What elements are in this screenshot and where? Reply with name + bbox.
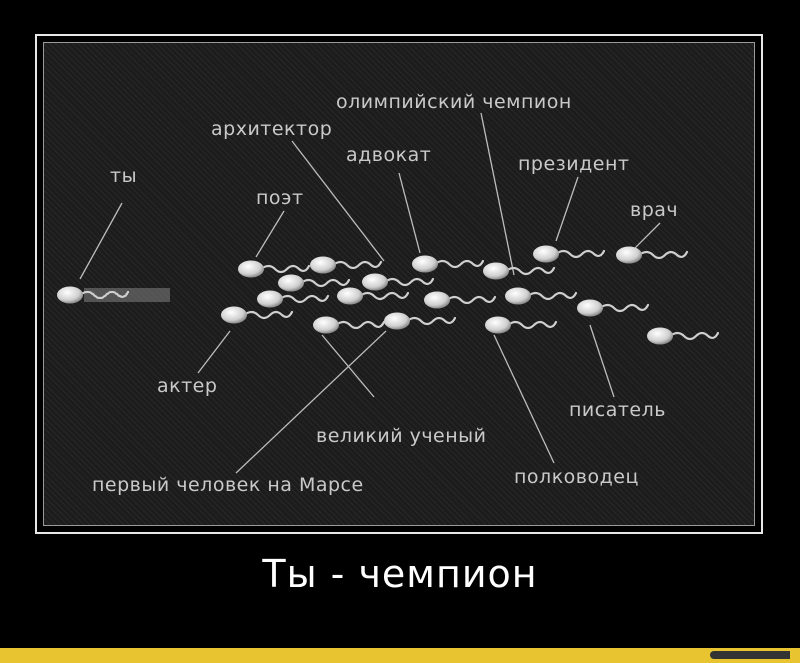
- label-olympic-champion: олимпийский чемпион: [336, 91, 572, 113]
- label-architect: архитектор: [211, 118, 333, 140]
- poster-picture: ты архитектор олимпийский чемпион адвока…: [43, 42, 755, 526]
- sperm-14: [577, 299, 650, 317]
- bottom-bar: [0, 648, 800, 663]
- pointer-line: [589, 324, 615, 398]
- pointer-line: [398, 172, 421, 254]
- sperm-18: [485, 316, 558, 334]
- sperm-2: [238, 260, 311, 278]
- bar-mark: [710, 651, 790, 659]
- poster-caption: Ты - чемпион: [262, 552, 538, 596]
- pointer-line: [480, 112, 515, 276]
- pointer-line: [255, 210, 285, 258]
- sperm-group: [57, 245, 720, 345]
- sperm-4: [278, 274, 351, 292]
- label-you: ты: [110, 165, 138, 187]
- sperm-6: [412, 255, 485, 273]
- label-president: президент: [518, 153, 630, 175]
- sperm-10: [257, 290, 330, 308]
- sperm-3: [310, 256, 383, 274]
- sperm-19: [647, 327, 720, 345]
- label-poet: поэт: [256, 187, 304, 209]
- label-commander: полководец: [514, 466, 639, 488]
- label-actor: актер: [157, 375, 218, 397]
- sperm-8: [533, 245, 606, 263]
- pointer-line: [555, 176, 579, 242]
- sperm-5: [362, 273, 435, 291]
- pointer-line: [197, 330, 231, 374]
- pointer-line: [235, 330, 387, 474]
- sperm-7: [483, 262, 556, 280]
- pointer-line: [79, 202, 123, 280]
- pointer-line: [321, 334, 375, 398]
- pointer-line: [493, 334, 555, 464]
- sperm-12: [424, 291, 497, 309]
- pointer-lines: [79, 112, 661, 474]
- motion-lines: [84, 288, 170, 302]
- label-first-man-on-mars: первый человек на Марсе: [92, 474, 364, 496]
- pointer-line: [291, 140, 385, 262]
- label-doctor: врач: [630, 199, 679, 221]
- sperm-9: [616, 246, 689, 264]
- label-lawyer: адвокат: [346, 144, 432, 166]
- sperm-17: [384, 312, 457, 330]
- sperm-1: [57, 286, 130, 304]
- sperm-illustration: [57, 112, 720, 474]
- sperm-13: [505, 287, 578, 305]
- sperm-11: [337, 287, 410, 305]
- sperm-15: [221, 306, 294, 324]
- sperm-16: [313, 316, 386, 334]
- label-great-scientist: великий ученый: [316, 425, 487, 447]
- label-writer: писатель: [569, 399, 666, 421]
- poster-frame: ты архитектор олимпийский чемпион адвока…: [35, 34, 763, 534]
